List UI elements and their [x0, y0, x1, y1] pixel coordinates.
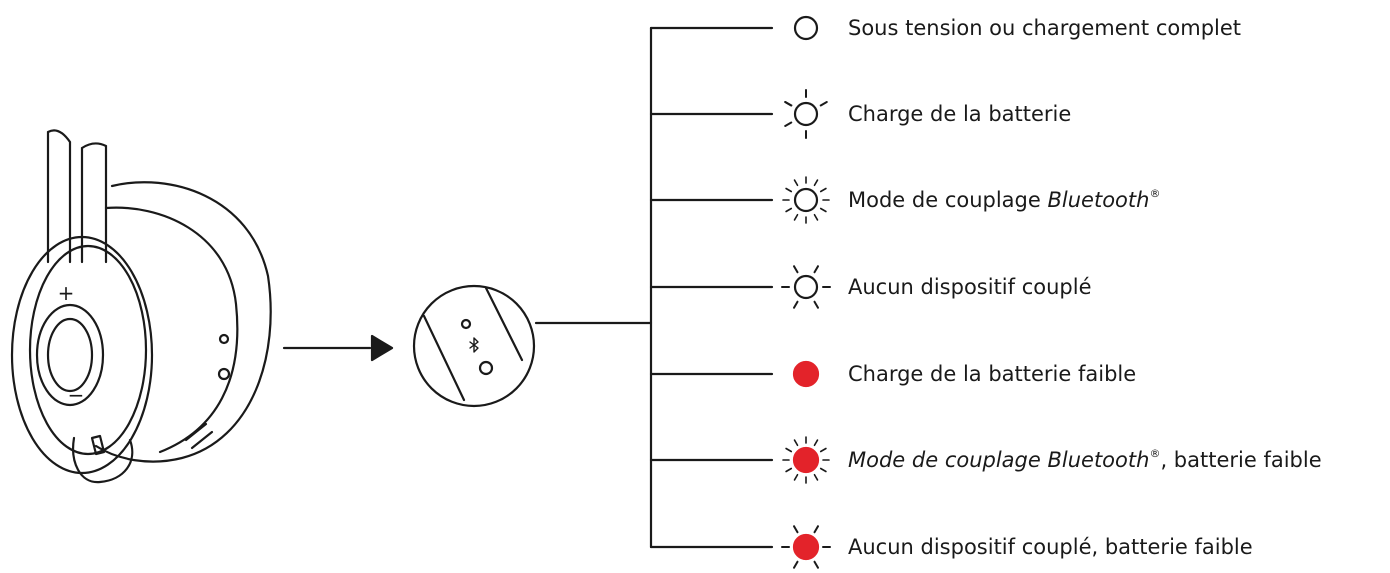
- status-label-part: Aucun dispositif couplé, batterie faible: [848, 535, 1253, 559]
- zoom-bluetooth-icon: [469, 337, 479, 353]
- led-indicator: [218, 333, 230, 345]
- zoom-strip: [422, 286, 524, 402]
- power-button: [217, 367, 231, 381]
- red-dot-fast-blink-icon: [782, 436, 830, 484]
- zoom-led: [460, 318, 472, 330]
- ring-steady-icon: [793, 15, 819, 41]
- mic-boom: [72, 436, 134, 484]
- bracket-ticks: [649, 26, 774, 549]
- status-label-part: Sous tension ou chargement complet: [848, 16, 1242, 40]
- ring-pulse-icon: [781, 265, 831, 309]
- status-label-part: Charge de la batterie: [848, 102, 1072, 126]
- status-label-part: ®: [1149, 187, 1161, 200]
- status-label: Mode de couplage Bluetooth®, batterie fa…: [848, 440, 1322, 480]
- status-label: Sous tension ou chargement complet: [848, 8, 1241, 48]
- zoom-power-button: [478, 360, 494, 376]
- earcup-ring: [35, 303, 105, 407]
- pointer-arrowhead: [370, 334, 394, 362]
- red-dot-pulse-icon: [781, 525, 831, 569]
- earcup-back: [104, 206, 239, 454]
- status-label: Mode de couplage Bluetooth®: [848, 180, 1160, 220]
- zoom-detail: [412, 284, 536, 408]
- mic-boom-slot: [90, 434, 106, 456]
- volume-minus-icon: −: [68, 383, 85, 407]
- ring-slow-blink-icon: [784, 89, 828, 139]
- headband: [46, 129, 72, 264]
- status-label-part: ®: [1149, 447, 1161, 460]
- ring-fast-blink-icon: [782, 176, 830, 224]
- usb-port: [184, 422, 214, 450]
- status-label-part: , batterie faible: [1160, 448, 1322, 472]
- earcup-shell: [94, 181, 272, 463]
- earcup-center: [46, 317, 94, 393]
- headset-illustration: [10, 129, 272, 484]
- earcup-plate: [10, 235, 154, 475]
- volume-plus-icon: +: [58, 281, 75, 305]
- status-icons: [781, 15, 831, 569]
- status-label: Charge de la batterie faible: [848, 354, 1136, 394]
- status-label: Aucun dispositif couplé, batterie faible: [848, 527, 1253, 567]
- status-label: Charge de la batterie: [848, 94, 1071, 134]
- headband-slider: [80, 142, 108, 264]
- status-label-part: Charge de la batterie faible: [848, 362, 1137, 386]
- status-label-part: Mode de couplage Bluetooth: [848, 448, 1150, 472]
- status-label-part: Bluetooth: [1047, 188, 1150, 212]
- red-dot-steady-icon: [792, 360, 820, 388]
- status-label: Aucun dispositif couplé: [848, 267, 1092, 307]
- earcup-plate-inner: [28, 244, 148, 456]
- zoom-circle: [412, 284, 536, 408]
- status-label-part: Aucun dispositif couplé: [848, 275, 1092, 299]
- status-label-part: Mode de couplage: [848, 188, 1048, 212]
